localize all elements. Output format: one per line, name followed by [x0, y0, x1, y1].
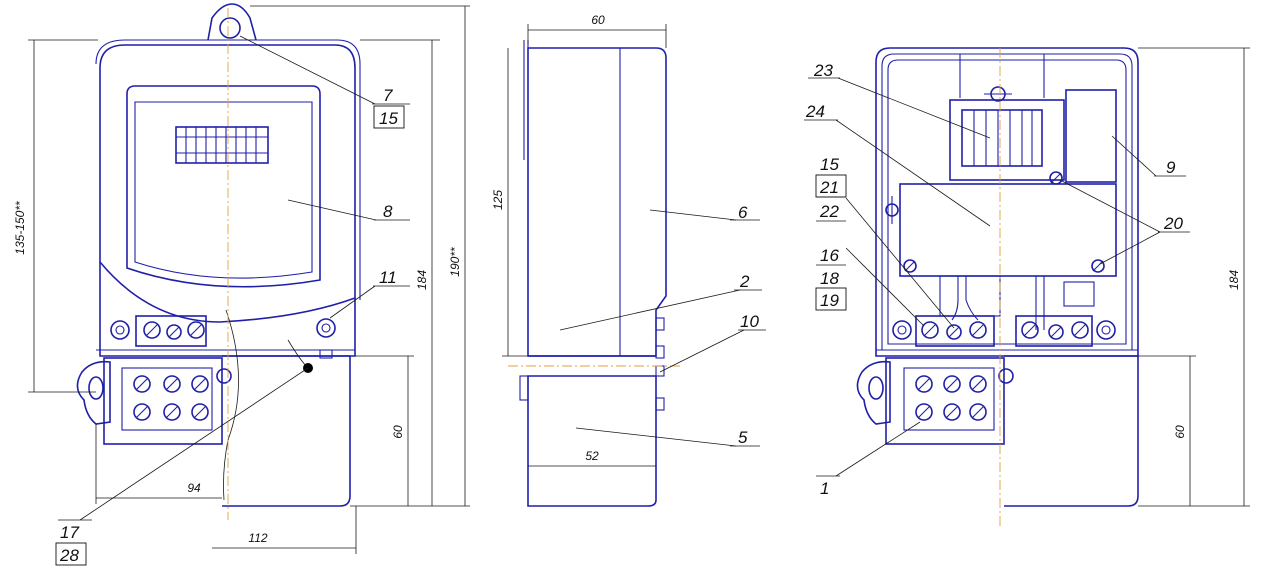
front-dim-112: 112 — [248, 531, 267, 545]
label-17: 17 — [60, 523, 79, 542]
label-8: 8 — [383, 202, 393, 221]
open-view: 184 60 23 24 15 21 22 16 18 19 9 20 1 — [804, 47, 1250, 526]
open-counter-frame — [949, 99, 1065, 181]
label-28: 28 — [59, 546, 79, 565]
front-lug-hole — [219, 17, 241, 39]
open-terminal-cover — [1004, 355, 1139, 507]
label-6: 6 — [738, 203, 748, 222]
front-cover-edge — [95, 39, 361, 300]
label-15-open: 15 — [820, 155, 839, 174]
label-24: 24 — [805, 102, 825, 121]
front-top-lug — [207, 3, 257, 41]
front-window — [126, 85, 321, 288]
open-pcb — [899, 183, 1117, 277]
front-upper-terminals — [110, 315, 336, 347]
label-9: 9 — [1166, 158, 1176, 177]
side-dim-60: 60 — [591, 13, 605, 27]
side-dim-125: 125 — [491, 190, 505, 210]
label-23: 23 — [813, 61, 833, 80]
front-counter-digits — [176, 127, 268, 163]
open-dim-60: 60 — [1173, 425, 1187, 439]
front-window-inner — [134, 101, 313, 279]
front-dim-184: 184 — [415, 270, 429, 290]
label-15-front: 15 — [379, 109, 398, 128]
side-body — [527, 47, 667, 357]
front-left-lug — [76, 360, 111, 425]
front-view: 135-150** 184 190** 60 94 112 7 15 8 11 … — [13, 3, 470, 566]
front-leaders — [55, 35, 410, 566]
open-terminal-block — [885, 357, 1005, 445]
side-view: 60 125 52 6 2 10 5 — [491, 13, 766, 507]
open-dim-184: 184 — [1227, 270, 1241, 290]
label-11: 11 — [379, 268, 397, 287]
seal-wire — [223, 309, 239, 501]
label-5: 5 — [738, 428, 748, 447]
front-dim-190: 190** — [448, 247, 462, 277]
front-dim-60: 60 — [391, 425, 405, 439]
label-2: 2 — [739, 272, 750, 291]
front-counter — [175, 126, 269, 164]
side-terminal-cover — [527, 375, 657, 507]
label-16: 16 — [820, 246, 839, 265]
front-terminal-block — [103, 357, 223, 445]
front-cover — [99, 44, 356, 323]
label-19: 19 — [820, 291, 839, 310]
front-terminal-screws — [133, 368, 232, 421]
label-21: 21 — [819, 178, 839, 197]
label-18: 18 — [820, 269, 839, 288]
front-dim-94: 94 — [187, 481, 201, 495]
front-left-lug-hole — [88, 376, 104, 400]
open-counter-digits — [973, 110, 1033, 166]
side-dim-52: 52 — [585, 449, 599, 463]
front-dimensions — [28, 5, 470, 554]
open-motor — [1065, 89, 1117, 183]
open-upper-terminals — [892, 315, 1116, 347]
open-counter — [961, 109, 1043, 167]
open-terminal-screws — [915, 368, 1014, 421]
label-10: 10 — [740, 312, 759, 331]
label-22: 22 — [819, 202, 839, 221]
label-1: 1 — [820, 479, 829, 498]
open-housing — [875, 47, 1139, 357]
label-7: 7 — [383, 86, 393, 105]
label-20: 20 — [1163, 214, 1183, 233]
front-terminal-cover — [222, 355, 351, 507]
front-dim-height-range: 135-150** — [13, 201, 27, 255]
open-left-lug — [856, 360, 891, 425]
